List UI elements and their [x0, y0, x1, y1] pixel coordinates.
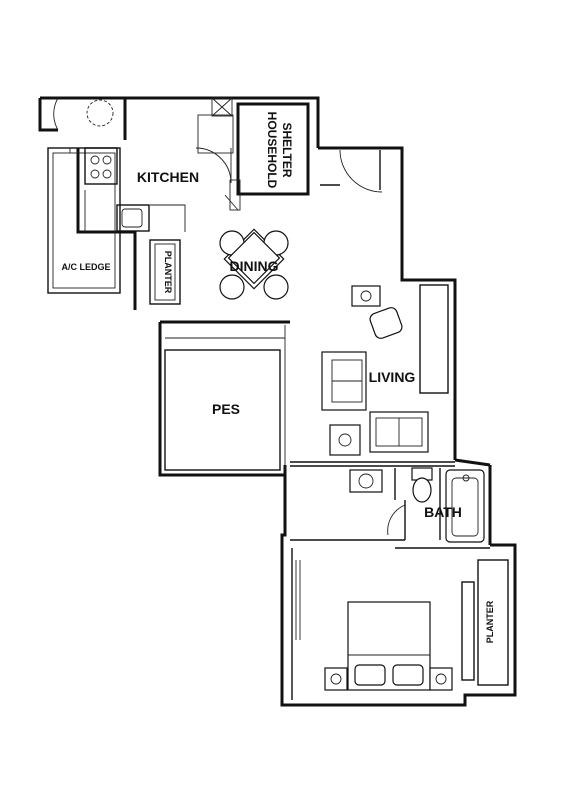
- label-shelter: SHELTER: [280, 122, 294, 177]
- label-dining: DINING: [230, 258, 279, 274]
- label-planter-right: PLANTER: [485, 600, 495, 643]
- label-household: HOUSEHOLD: [265, 112, 279, 189]
- label-planter-left: PLANTER: [163, 251, 173, 294]
- label-ac-ledge: A/C LEDGE: [61, 262, 110, 272]
- planter-right: [477, 559, 509, 686]
- coffee-table: [329, 424, 361, 456]
- label-pes: PES: [212, 401, 240, 417]
- living-fixtures: [321, 284, 449, 456]
- planter-left: [149, 239, 181, 305]
- ac-ledge: [47, 147, 121, 294]
- kitchen-fixtures: [53, 97, 234, 232]
- household-shelter: [224, 102, 310, 211]
- entrance-door: [320, 149, 383, 193]
- fridge: [197, 114, 234, 154]
- side-table: [351, 285, 381, 307]
- label-kitchen: KITCHEN: [137, 169, 199, 185]
- pillow-right: [392, 664, 424, 686]
- tv-console: [419, 284, 449, 394]
- shower-tray: [445, 469, 485, 543]
- pes-area: [164, 325, 286, 471]
- wardrobe: [461, 581, 475, 681]
- toilet-bowl: [412, 477, 432, 503]
- basin: [349, 469, 383, 493]
- nightstand-right: [429, 667, 453, 691]
- exterior-walls: [38, 96, 517, 707]
- label-bath: BATH: [424, 504, 462, 520]
- label-living: LIVING: [369, 369, 416, 385]
- kitchen-sink: [116, 204, 150, 232]
- nightstand-left: [324, 667, 348, 691]
- dining-table: [219, 228, 289, 300]
- pillow-left: [354, 664, 386, 686]
- armchair: [369, 307, 403, 339]
- bathroom: [290, 461, 490, 549]
- bedroom: [291, 548, 475, 700]
- stove: [84, 147, 118, 185]
